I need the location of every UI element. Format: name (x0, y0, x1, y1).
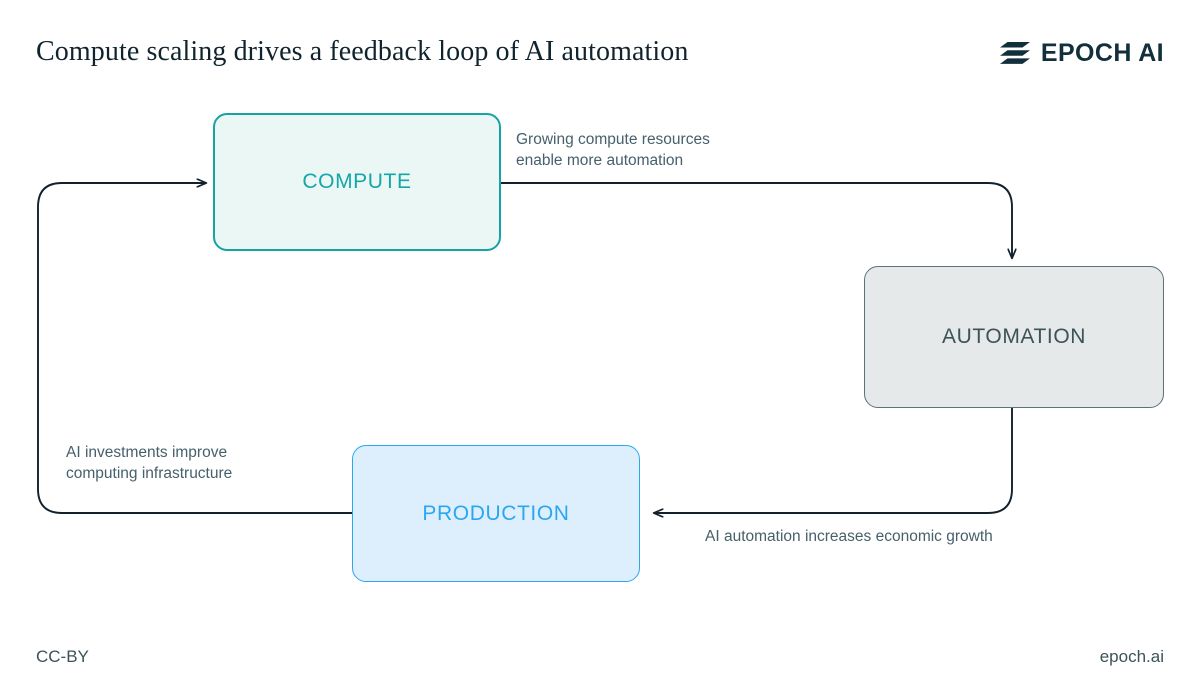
node-automation-label: AUTOMATION (941, 325, 1087, 348)
edge-compute-to-automation (501, 182, 1012, 258)
edge-label-compute-to-automation: Growing compute resources enable more au… (516, 131, 710, 169)
logo-text: EPOCH AI (1040, 38, 1164, 67)
three-slanted-bars-icon (999, 42, 1030, 64)
node-compute-label: COMPUTE (302, 170, 412, 193)
edge-label-production-to-compute: AI investments improve computing infrast… (66, 444, 233, 482)
footer-site-link[interactable]: epoch.ai (1099, 647, 1164, 666)
node-compute[interactable]: COMPUTE (213, 113, 501, 251)
node-production[interactable]: PRODUCTION (352, 445, 640, 582)
edge-automation-to-production (654, 408, 1013, 513)
footer-license: CC-BY (36, 647, 89, 666)
node-automation[interactable]: AUTOMATION (864, 266, 1164, 408)
node-production-label: PRODUCTION (422, 501, 570, 525)
epoch-ai-logo: EPOCH AI (999, 38, 1164, 68)
edge-label-automation-to-production: AI automation increases economic growth (705, 528, 993, 545)
page-title: Compute scaling drives a feedback loop o… (36, 36, 689, 67)
